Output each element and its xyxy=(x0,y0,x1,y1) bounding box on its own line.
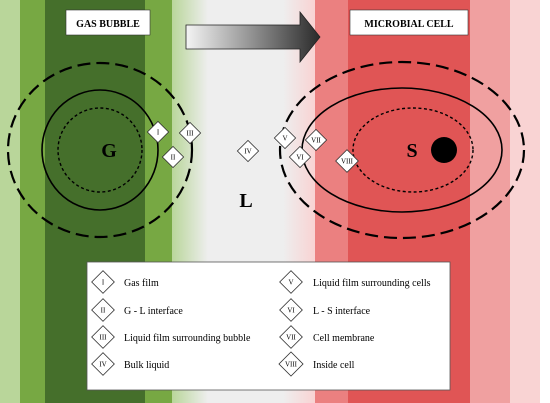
legend-item-iii-label: Liquid film surrounding bubble xyxy=(124,333,251,344)
legend-item-vii-numeral: VII xyxy=(286,334,296,342)
gas-bubble-outer-dashed xyxy=(6,61,194,239)
gas-letter: G xyxy=(101,140,117,162)
legend-item-v-numeral: V xyxy=(288,279,293,287)
band-gas-film-left xyxy=(20,0,45,403)
marker-iv-label: IV xyxy=(244,148,251,156)
band-gas-outer xyxy=(0,0,20,403)
legend-item-iii: III Liquid film surrounding bubble xyxy=(91,325,251,349)
legend-item-i-numeral: I xyxy=(102,279,105,287)
marker-iv: IV xyxy=(236,139,260,163)
legend-item-viii: VIII Inside cell xyxy=(278,351,355,377)
solid-letter: S xyxy=(406,140,417,162)
gas-bubble-solid xyxy=(41,89,159,211)
title-microbial-cell: MICROBIAL CELL xyxy=(349,9,469,36)
legend-item-iii-numeral: III xyxy=(100,334,108,342)
marker-vi-label: VI xyxy=(296,154,304,162)
title-gas-bubble: GAS BUBBLE xyxy=(65,9,151,36)
cell-inner-dotted xyxy=(352,107,474,193)
marker-i: I xyxy=(146,120,170,144)
band-cell-right-2 xyxy=(510,0,540,403)
legend-item-ii-numeral: II xyxy=(101,307,106,315)
marker-v: V xyxy=(273,126,297,150)
marker-ii-label: II xyxy=(171,154,176,162)
legend-item-iv-label: Bulk liquid xyxy=(124,360,169,371)
title-microbial-cell-text: MICROBIAL CELL xyxy=(364,19,454,30)
marker-viii: VIII xyxy=(335,149,359,173)
marker-vii: VII xyxy=(304,128,328,152)
marker-i-label: I xyxy=(157,129,160,137)
band-cell-right-1 xyxy=(470,0,510,403)
legend: I Gas film II G - L interface III Liquid… xyxy=(86,261,451,391)
gas-bubble-shapes xyxy=(6,61,194,239)
cell-nucleus xyxy=(431,137,457,163)
marker-vii-label: VII xyxy=(311,137,321,145)
gas-bubble-inner-dotted xyxy=(57,107,143,193)
legend-item-i: I Gas film xyxy=(91,270,159,294)
legend-box xyxy=(86,261,451,391)
title-gas-bubble-text: GAS BUBBLE xyxy=(76,19,140,30)
transfer-arrow xyxy=(185,10,321,64)
marker-vi: VI xyxy=(288,145,312,169)
legend-item-ii-label: G - L interface xyxy=(124,306,183,317)
cell-outer-dashed xyxy=(278,60,526,240)
legend-item-viii-label: Inside cell xyxy=(313,360,355,371)
legend-item-iv: IV Bulk liquid xyxy=(91,352,169,376)
legend-item-i-label: Gas film xyxy=(124,278,159,289)
legend-item-vi-label: L - S interface xyxy=(313,306,371,317)
marker-iii: III xyxy=(178,121,202,145)
legend-item-viii-numeral: VIII xyxy=(285,361,298,369)
legend-item-iv-numeral: IV xyxy=(99,361,106,369)
liquid-letter: L xyxy=(239,190,252,212)
legend-item-vi: VI L - S interface xyxy=(279,298,371,322)
band-edge xyxy=(540,0,550,403)
legend-item-vii-label: Cell membrane xyxy=(313,333,375,344)
marker-viii-label: VIII xyxy=(341,158,354,166)
marker-iii-label: III xyxy=(187,130,195,138)
legend-item-vii: VII Cell membrane xyxy=(279,325,375,349)
legend-item-vi-numeral: VI xyxy=(287,307,295,315)
marker-ii: II xyxy=(161,145,185,169)
legend-item-v-label: Liquid film surrounding cells xyxy=(313,278,431,289)
marker-v-label: V xyxy=(282,135,287,143)
legend-item-v: V Liquid film surrounding cells xyxy=(279,270,431,294)
legend-item-ii: II G - L interface xyxy=(91,298,183,322)
